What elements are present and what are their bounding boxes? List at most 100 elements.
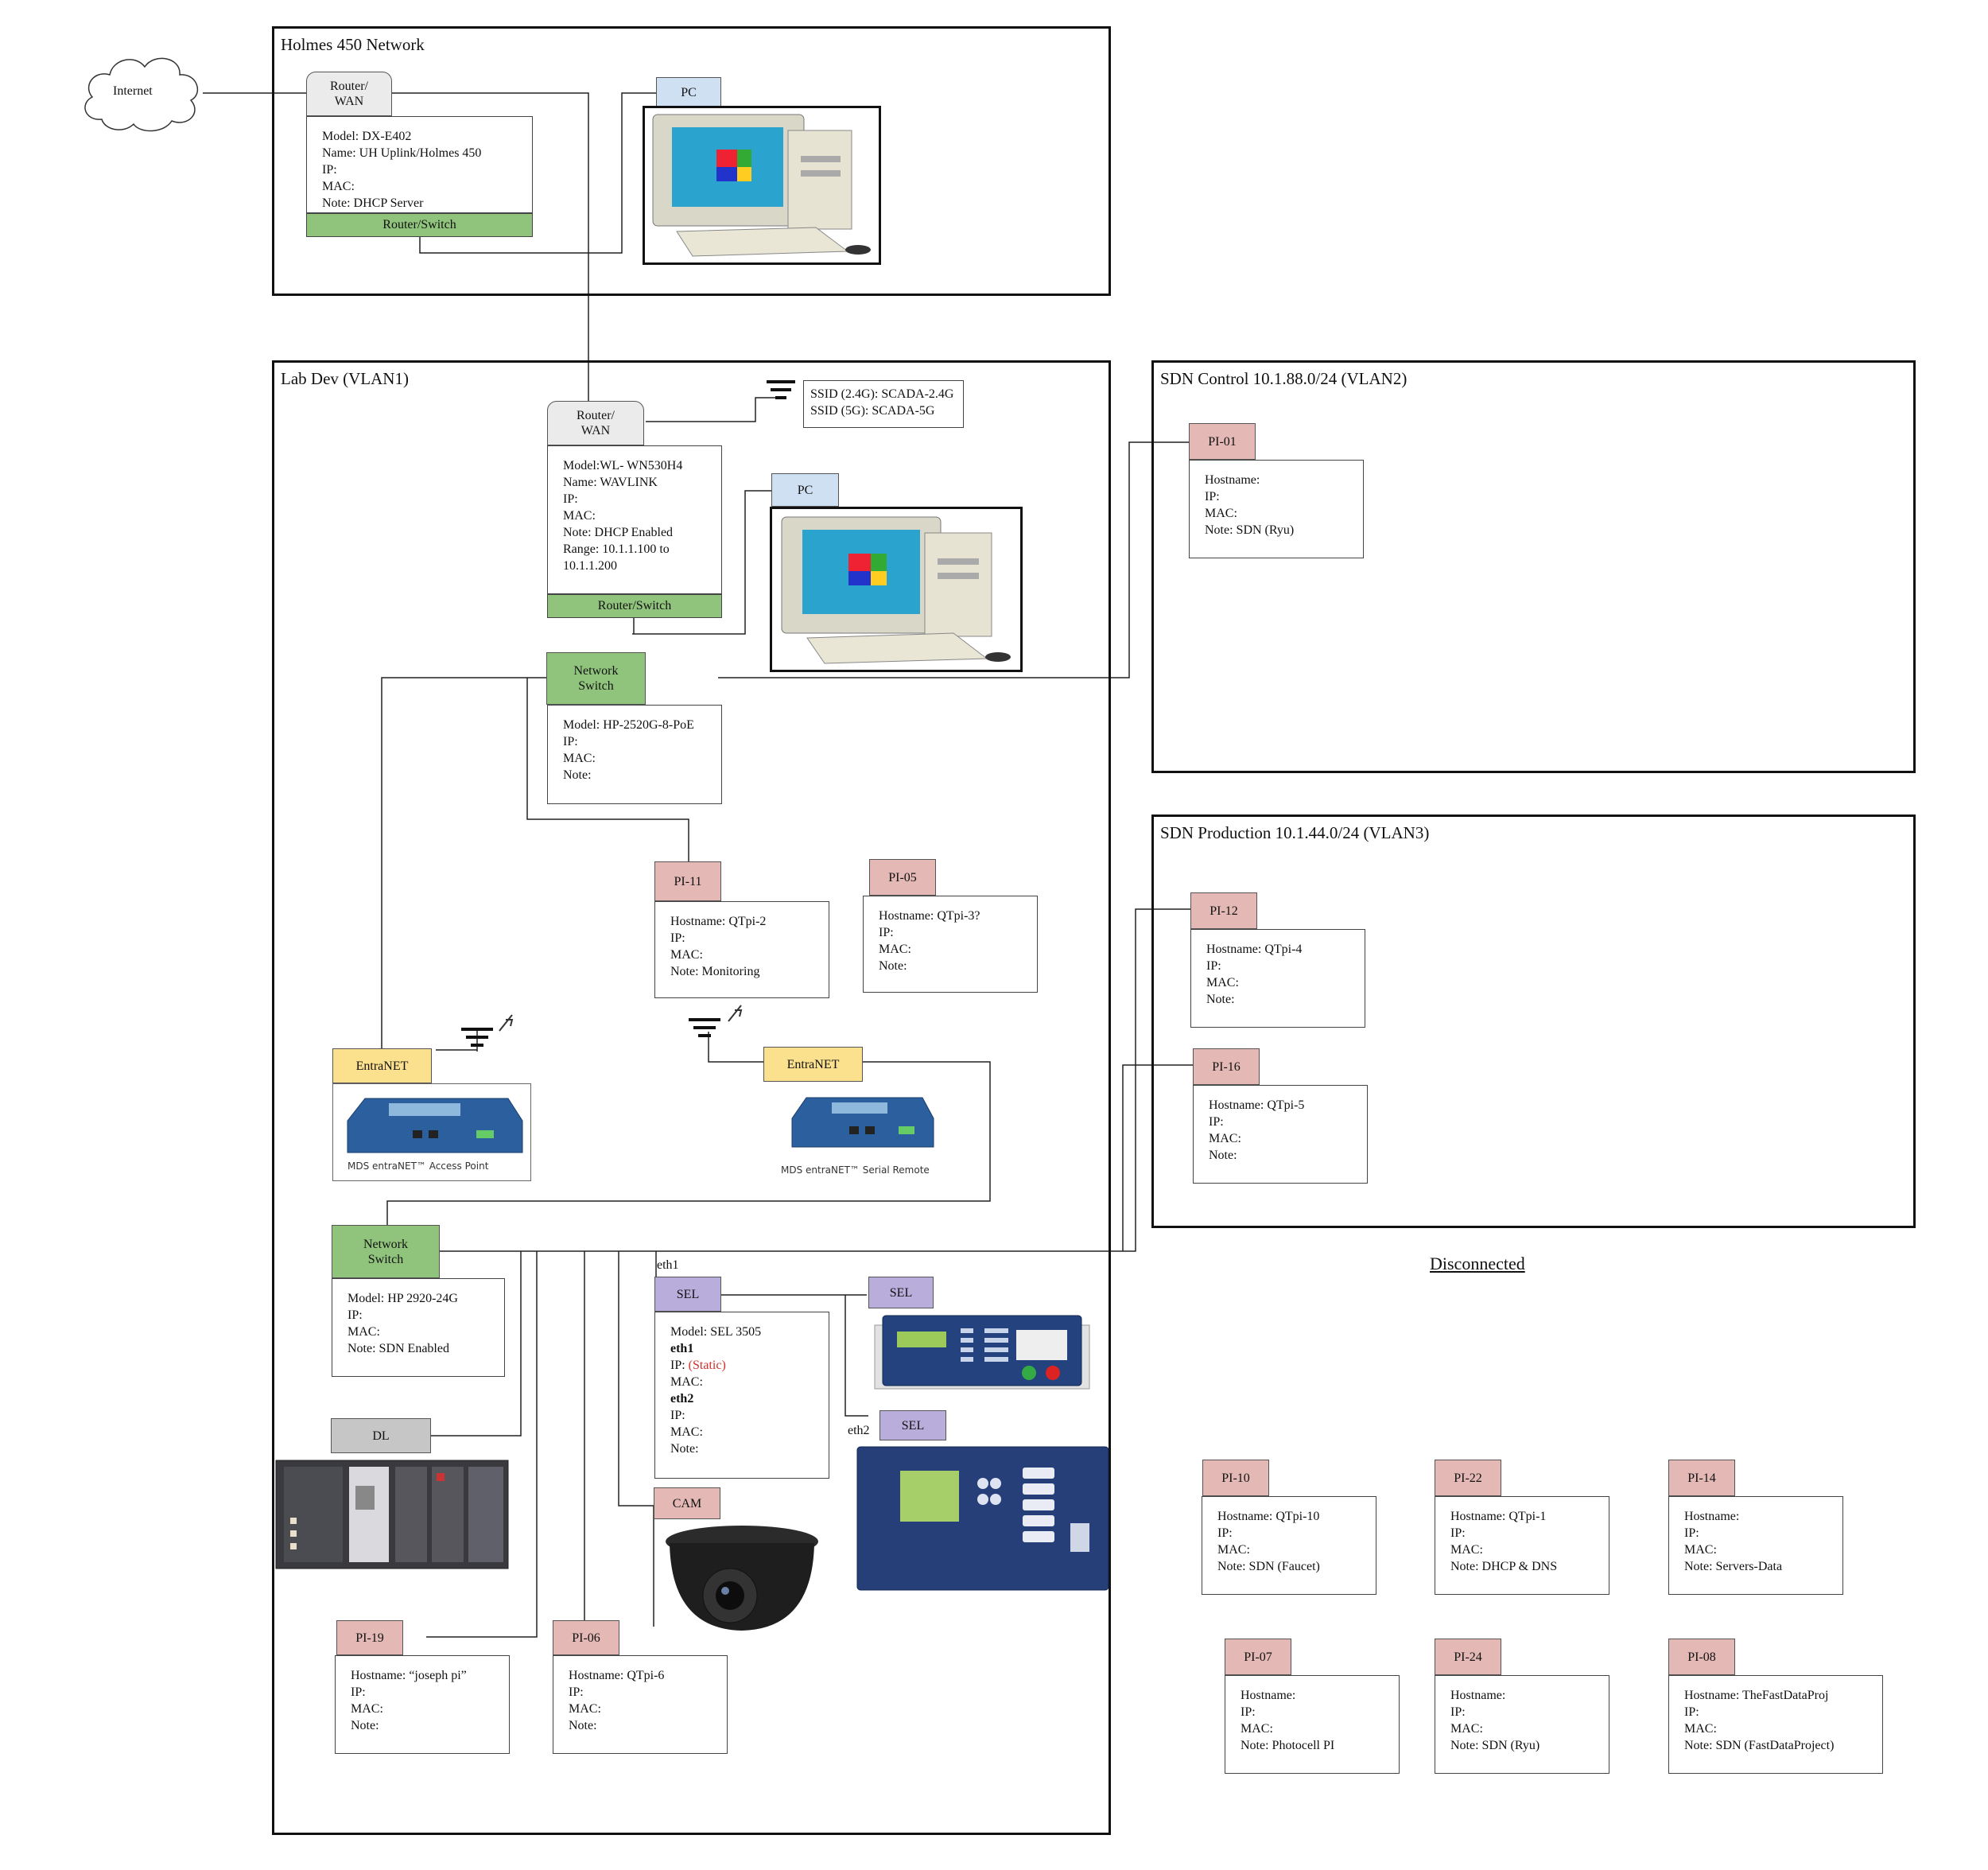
pi14-tab[interactable]: PI-14	[1668, 1460, 1735, 1496]
protection-relay-icon	[874, 1315, 1090, 1390]
labdev-router-card: Model:WL- WN530H4 Name: WAVLINK IP: MAC:…	[547, 445, 722, 594]
card-line: IP:	[1205, 490, 1220, 503]
region-sdn-control: SDN Control 10.1.88.0/24 (VLAN2)	[1151, 360, 1916, 773]
card-line: MAC:	[348, 1325, 380, 1339]
card-line: Note:	[569, 1719, 597, 1732]
card-line: Name: WAVLINK	[563, 476, 658, 489]
card-line: IP:	[1684, 1526, 1699, 1540]
card-line: Note: Photocell PI	[1241, 1739, 1335, 1752]
region-sdn-production: SDN Production 10.1.44.0/24 (VLAN3)	[1151, 814, 1916, 1228]
sel-main-card: Model: SEL 3505 eth1 IP: (Static) MAC: e…	[654, 1312, 829, 1479]
card-line: IP:	[879, 926, 894, 939]
switch1-tab[interactable]: Network Switch	[546, 652, 646, 705]
entranet2-tab[interactable]: EntraNET	[763, 1047, 863, 1082]
card-line: Note: SDN Enabled	[348, 1342, 449, 1355]
card-line: Model: SEL 3505	[670, 1325, 762, 1339]
pi01-tab[interactable]: PI-01	[1189, 423, 1256, 460]
labdev-router-tab[interactable]: Router/ WAN	[547, 401, 644, 445]
card-line: MAC:	[322, 180, 355, 193]
cam-tab[interactable]: CAM	[654, 1487, 720, 1519]
pi19-card: Hostname: “joseph pi” IP: MAC: Note:	[335, 1655, 510, 1754]
card-line: IP:	[1209, 1115, 1224, 1129]
labdev-pc-frame	[770, 507, 1023, 672]
card-line: Hostname:	[1450, 1689, 1506, 1702]
card-line: Hostname: QTpi-10	[1217, 1510, 1320, 1523]
internet-label: Internet	[113, 84, 153, 98]
ssid-box: SSID (2.4G): SCADA-2.4G SSID (5G): SCADA…	[803, 380, 964, 428]
entranet2-frame: MDS entraNET™ Serial Remote	[763, 1082, 961, 1184]
card-line: IP:	[1450, 1705, 1466, 1719]
card-line: IP:	[670, 931, 685, 945]
holmes-router-card: Model: DX-E402 Name: UH Uplink/Holmes 45…	[306, 116, 533, 213]
card-line: Hostname:	[1205, 473, 1260, 487]
pi05-tab[interactable]: PI-05	[869, 859, 936, 896]
card-line: Hostname: QTpi-5	[1209, 1098, 1305, 1112]
card-line: Note: DHCP Enabled	[563, 526, 674, 539]
wire-entranet-switch2	[386, 1200, 958, 1225]
region-sdncontrol-title: SDN Control 10.1.88.0/24 (VLAN2)	[1160, 369, 1408, 388]
pi16-tab[interactable]: PI-16	[1193, 1048, 1260, 1085]
pi01-card: Hostname: IP: MAC: Note: SDN (Ryu)	[1189, 460, 1364, 558]
region-holmes-title: Holmes 450 Network	[281, 35, 425, 54]
sel-relay2-tab[interactable]: SEL	[879, 1410, 946, 1440]
pi24-card: Hostname: IP: MAC: Note: SDN (Ryu)	[1435, 1675, 1609, 1774]
pi07-tab[interactable]: PI-07	[1225, 1639, 1291, 1675]
pi19-tab[interactable]: PI-19	[336, 1620, 403, 1655]
card-line: MAC:	[563, 509, 596, 523]
ssid-line: SSID (5G): SCADA-5G	[810, 404, 935, 418]
card-line: Hostname: QTpi-3?	[879, 909, 980, 923]
sel-main-tab[interactable]: SEL	[654, 1277, 721, 1312]
card-line: eth1	[670, 1342, 694, 1355]
wire-switch2-sdnprod	[440, 908, 1190, 1252]
entranet1-tab[interactable]: EntraNET	[332, 1048, 432, 1083]
card-line: MAC:	[1241, 1722, 1273, 1736]
dl-tab[interactable]: DL	[331, 1418, 431, 1453]
card-line: MAC:	[569, 1702, 601, 1716]
pi05-card: Hostname: QTpi-3? IP: MAC: Note:	[863, 896, 1038, 993]
pi06-card: Hostname: QTpi-6 IP: MAC: Note:	[553, 1655, 728, 1754]
eth2-label: eth2	[848, 1424, 870, 1437]
region-sdnprod-title: SDN Production 10.1.44.0/24 (VLAN3)	[1160, 823, 1430, 842]
pi11-card: Hostname: QTpi-2 IP: MAC: Note: Monitori…	[654, 901, 829, 998]
pi11-tab[interactable]: PI-11	[654, 861, 721, 901]
wire-switch1-pi11	[526, 678, 689, 861]
pi22-tab[interactable]: PI-22	[1435, 1460, 1501, 1496]
card-line: IP:	[1206, 959, 1221, 973]
card-line: MAC:	[670, 948, 703, 962]
card-line: Note: SDN (Ryu)	[1205, 523, 1295, 537]
card-line: IP:	[348, 1308, 363, 1322]
entranet1-caption: MDS entraNET™ Access Point	[348, 1160, 489, 1172]
pi22-card: Hostname: QTpi-1 IP: MAC: Note: DHCP & D…	[1435, 1496, 1609, 1595]
pi10-tab[interactable]: PI-10	[1202, 1460, 1269, 1496]
eth1-label: eth1	[657, 1258, 679, 1272]
labdev-pc-tab[interactable]: PC	[771, 473, 839, 507]
sel-relay1-tab[interactable]: SEL	[868, 1277, 934, 1308]
card-line: MAC:	[1684, 1722, 1717, 1736]
card-line: MAC:	[670, 1375, 703, 1389]
pi06-tab[interactable]: PI-06	[553, 1620, 619, 1655]
pi08-tab[interactable]: PI-08	[1668, 1639, 1735, 1675]
card-line: Hostname: QTpi-6	[569, 1669, 665, 1682]
holmes-pc-tab[interactable]: PC	[656, 77, 721, 107]
card-line: Hostname: QTpi-1	[1450, 1510, 1547, 1523]
wire-switch1-sdncontrol	[718, 441, 1189, 678]
card-line: MAC:	[1684, 1543, 1717, 1557]
card-line: Note:	[1206, 993, 1235, 1006]
switch2-tab[interactable]: Network Switch	[332, 1225, 440, 1278]
wire-switch2-cam	[618, 1251, 654, 1506]
card-line: MAC:	[1450, 1722, 1483, 1736]
wire-entranet2-box	[863, 1061, 991, 1202]
holmes-pc-frame	[643, 106, 881, 265]
computer-icon	[781, 516, 1011, 664]
entranet2-caption: MDS entraNET™ Serial Remote	[781, 1164, 930, 1176]
pi24-tab[interactable]: PI-24	[1435, 1639, 1501, 1675]
card-line: Note: Servers-Data	[1684, 1560, 1783, 1573]
disconnected-heading: Disconnected	[1430, 1254, 1525, 1273]
pi12-tab[interactable]: PI-12	[1190, 892, 1257, 929]
wire-sel-relay2	[845, 1295, 868, 1417]
card-line: Note: Monitoring	[670, 965, 760, 978]
card-line: IP:	[322, 163, 337, 177]
wire-switch1-entranet	[381, 677, 546, 1050]
card-line: MAC:	[879, 943, 911, 956]
holmes-router-tab[interactable]: Router/ WAN	[306, 72, 392, 116]
